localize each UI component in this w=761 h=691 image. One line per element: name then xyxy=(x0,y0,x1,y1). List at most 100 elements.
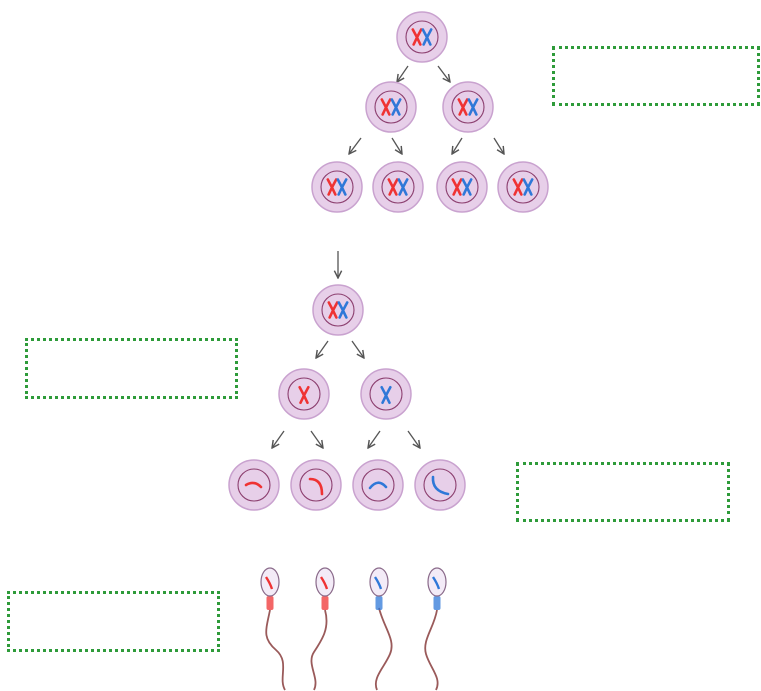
sperm-chromosome xyxy=(431,576,441,590)
arrow-icon xyxy=(272,430,285,448)
sperm-icon-1 xyxy=(260,567,286,691)
chromatid xyxy=(513,178,524,196)
cell-mitosis-1 xyxy=(365,81,417,133)
sperm-midpiece xyxy=(375,596,383,610)
cell-meiosis-2-3 xyxy=(352,459,404,511)
nucleus xyxy=(237,468,271,502)
cell-meiosis-start xyxy=(312,284,364,336)
chromosome-icon xyxy=(451,178,463,196)
chromosome-icon xyxy=(380,98,392,116)
chromatid xyxy=(381,98,392,116)
chromosome-icon xyxy=(411,28,423,46)
chromatid xyxy=(381,385,392,405)
arrow-icon xyxy=(391,137,402,154)
chromatid xyxy=(422,28,433,46)
cell-membrane xyxy=(414,459,466,511)
nucleus xyxy=(405,20,439,54)
arrow-icon xyxy=(452,137,463,154)
chromosome-icon xyxy=(327,301,339,319)
sperm-tail xyxy=(424,609,439,691)
chromatid xyxy=(337,178,348,196)
chromatid xyxy=(398,178,409,196)
nucleus xyxy=(374,90,408,124)
chromatid xyxy=(458,98,469,116)
sperm-chromosome xyxy=(373,576,383,590)
arrow-icon xyxy=(349,137,362,154)
chromatid xyxy=(338,301,349,319)
chromosome-icon xyxy=(467,98,479,116)
chromatid xyxy=(452,178,463,196)
cell-meiosis-2-2 xyxy=(290,459,342,511)
nucleus xyxy=(361,468,395,502)
chromosome-icon xyxy=(461,178,473,196)
cell-membrane xyxy=(365,81,417,133)
cell-meiosis-2-1 xyxy=(228,459,280,511)
chromosome-icon xyxy=(337,301,349,319)
chromosome-icon xyxy=(298,385,310,405)
cell-membrane xyxy=(372,161,424,213)
cell-mitosis-gen2-2 xyxy=(372,161,424,213)
chromosome-icon xyxy=(336,178,348,196)
sperm-icon-4 xyxy=(424,567,447,691)
cell-meiosis-1-maternal xyxy=(278,368,330,420)
sperm-tail xyxy=(310,609,328,691)
chromosome-icon xyxy=(457,98,469,116)
arrow-icon xyxy=(316,340,329,358)
cell-mitosis-gen2-3 xyxy=(436,161,488,213)
label-box-4[interactable] xyxy=(7,591,220,652)
chromosome-icon xyxy=(431,475,450,496)
nucleus xyxy=(451,90,485,124)
cell-mitosis-gen2-4 xyxy=(497,161,549,213)
cell-mitosis-gen2-1 xyxy=(311,161,363,213)
chromatid xyxy=(327,178,338,196)
sperm-midpiece xyxy=(266,596,274,610)
sperm-icon-2 xyxy=(310,567,335,691)
label-box-2[interactable] xyxy=(25,338,238,399)
chromatid xyxy=(388,178,399,196)
arrow-icon xyxy=(493,137,504,154)
cell-membrane xyxy=(290,459,342,511)
nucleus xyxy=(445,170,479,204)
arrow-icon xyxy=(397,65,409,82)
nucleus xyxy=(299,468,333,502)
chromosome-icon xyxy=(380,385,392,405)
cell-membrane xyxy=(497,161,549,213)
cell-mitosis-2 xyxy=(442,81,494,133)
nucleus xyxy=(506,170,540,204)
sperm-tail xyxy=(265,609,286,691)
nucleus xyxy=(369,377,403,411)
chromatid xyxy=(523,178,534,196)
cell-membrane xyxy=(312,284,364,336)
cell-meiosis-1-paternal xyxy=(360,368,412,420)
chromatid xyxy=(412,28,423,46)
chromosome-icon xyxy=(522,178,534,196)
chromatid xyxy=(462,178,473,196)
arrow-icon xyxy=(437,65,450,82)
cell-membrane xyxy=(442,81,494,133)
chromosome-icon xyxy=(421,28,433,46)
sperm-chromosome xyxy=(264,576,274,590)
chromosome-icon xyxy=(512,178,524,196)
label-box-3[interactable] xyxy=(516,462,730,522)
chromosome-icon xyxy=(244,481,263,489)
sperm-chromosome xyxy=(319,576,329,590)
nucleus xyxy=(287,377,321,411)
arrow-icon xyxy=(368,430,381,448)
chromosome-icon xyxy=(368,481,388,490)
chromosome-icon xyxy=(397,178,409,196)
chromatid xyxy=(299,385,310,405)
nucleus xyxy=(320,170,354,204)
chromosome-icon xyxy=(387,178,399,196)
sperm-icon-3 xyxy=(369,567,393,691)
chromosome-icon xyxy=(326,178,338,196)
cell-membrane xyxy=(352,459,404,511)
chromosome-icon xyxy=(390,98,402,116)
nucleus xyxy=(381,170,415,204)
arrow-icon xyxy=(310,430,323,448)
arrow-icon xyxy=(351,340,364,358)
label-box-1[interactable] xyxy=(552,46,760,106)
sperm-midpiece xyxy=(321,596,329,610)
cell-membrane xyxy=(311,161,363,213)
cell-meiosis-2-4 xyxy=(414,459,466,511)
